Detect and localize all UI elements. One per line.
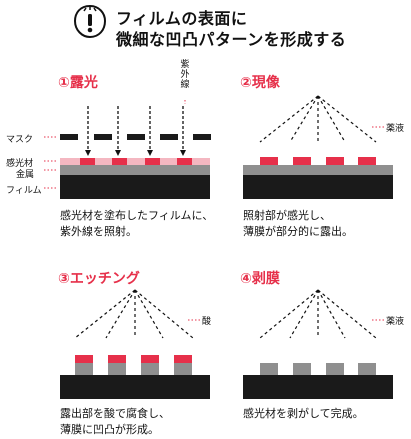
header: フィルムの表面に 微細な凹凸パターンを形成する <box>0 0 411 52</box>
panel-4-title: ④剥膜 <box>240 271 280 287</box>
uv-arrows <box>85 106 186 156</box>
metal-label: 金属 <box>16 170 35 180</box>
exposed-regions <box>80 158 192 165</box>
film-label: フィルム <box>6 186 42 196</box>
photoresist-layer <box>60 158 210 165</box>
photoresist-label: 感光材 <box>6 159 34 169</box>
leader-lines <box>44 100 186 189</box>
etched-pillars <box>75 355 192 375</box>
title-line-1: フィルムの表面に <box>116 9 248 28</box>
panel-1-title: ①露光 <box>58 75 98 91</box>
panel-4-chemical-label: 薬液 <box>386 317 405 327</box>
acid-spray-lines <box>74 289 194 339</box>
panel-1-caption: 感光材を塗布したフィルムに、 紫外線を照射。 <box>60 209 214 238</box>
developer-spray-lines <box>259 95 377 143</box>
resist-islands <box>260 157 376 165</box>
exclamation-icon <box>73 4 107 39</box>
film-layer <box>60 175 210 199</box>
panel-4-caption: 感光材を剥がして完成。 <box>243 407 364 420</box>
panel-3-acid-label: 酸 <box>202 317 212 327</box>
panel-2-chemical-label: 薬液 <box>386 124 405 134</box>
final-pillars <box>260 363 376 375</box>
panel-2-caption: 照射部が感光し、 薄膜が部分的に露出。 <box>243 209 353 238</box>
title-line-2: 微細な凹凸パターンを形成する <box>116 30 347 49</box>
panel-3-diagram <box>60 289 210 399</box>
metal-layer <box>60 165 210 175</box>
mask-bars <box>60 134 211 140</box>
panel-2-diagram <box>243 95 393 199</box>
stripper-spray-lines <box>259 289 377 339</box>
uv-label: 紫 外 線 <box>180 60 190 90</box>
panel-2-title: ②現像 <box>240 75 280 91</box>
panel-1-diagram <box>44 100 211 199</box>
panel-3-title: ③エッチング <box>58 271 140 287</box>
panel-3-caption: 露出部を酸で腐食し、 薄膜に凹凸が形成。 <box>60 407 170 436</box>
panel-4-diagram <box>243 289 393 399</box>
mask-label: マスク <box>6 135 34 145</box>
